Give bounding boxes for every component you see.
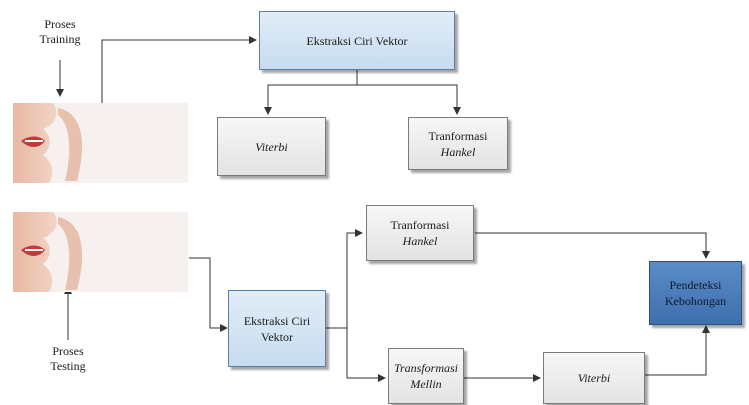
- detector-line1: Pendeteksi: [669, 278, 722, 292]
- testing-label-line2: Testing: [50, 359, 86, 373]
- arrow-image-to-extract-top: [101, 36, 257, 103]
- hankel-transform-box-testing: Tranformasi Hankel: [366, 205, 474, 261]
- viterbi-box-training: Viterbi: [217, 117, 326, 176]
- detector-line2: Kebohongan: [664, 294, 727, 308]
- hankel-line1: Tranformasi: [428, 128, 488, 143]
- training-label: Proses Training: [28, 17, 92, 47]
- arrow-extract-to-hankel-bottom: [326, 229, 363, 329]
- arrow-extract-to-hankel-top: [357, 84, 461, 115]
- training-label-line2: Training: [39, 32, 81, 46]
- arrow-viterbi-to-detector: [645, 325, 710, 376]
- extract-feature-vector-box-testing: Ekstraksi Ciri Vektor: [228, 290, 326, 367]
- hankel-line2: Hankel: [440, 144, 476, 159]
- viterbi-label: Viterbi: [255, 139, 288, 154]
- extract-feature-vector-box-training: Ekstraksi Ciri Vektor: [259, 11, 455, 70]
- testing-label: Proses Testing: [36, 344, 100, 374]
- viterbi-testing-label: Viterbi: [577, 371, 611, 385]
- mellin-transform-box: Transformasi Mellin: [388, 348, 464, 404]
- mellin-line2: Mellin: [410, 377, 442, 391]
- mellin-line1: Transformasi: [393, 361, 459, 375]
- lie-detector-box: Pendeteksi Kebohongan: [649, 261, 742, 325]
- hankel-transform-box-training: Tranformasi Hankel: [408, 117, 508, 170]
- viterbi-box-testing: Viterbi: [543, 352, 645, 404]
- arrow-hankel-to-detector: [475, 232, 710, 259]
- hankel-testing-line1: Tranformasi: [390, 218, 450, 232]
- hankel-testing-line2: Hankel: [402, 234, 438, 248]
- speech-waveform-icon: [13, 103, 188, 183]
- extract-line2: Vektor: [261, 329, 293, 344]
- speech-waveform-image-testing: [13, 212, 188, 292]
- arrow-extract-to-mellin: [346, 328, 386, 382]
- speech-waveform-image: [13, 103, 188, 183]
- arrow-image-to-extract-bottom: [189, 257, 228, 332]
- extract-feature-vector-label: Ekstraksi Ciri Vektor: [306, 33, 408, 48]
- testing-label-line1: Proses: [52, 344, 84, 358]
- extract-line1: Ekstraksi Ciri: [243, 313, 311, 328]
- arrow-extract-to-viterbi-top: [264, 70, 358, 115]
- training-label-line1: Proses: [44, 17, 76, 31]
- speech-waveform-icon: [13, 212, 188, 292]
